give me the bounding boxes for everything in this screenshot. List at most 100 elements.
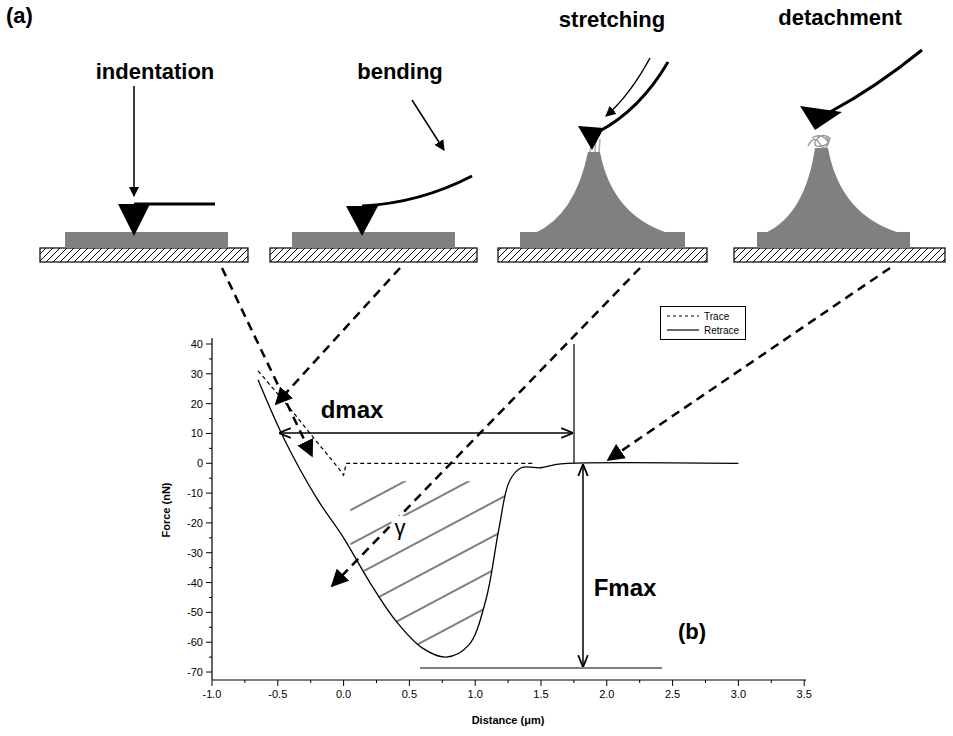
axis-title: Force (nN) [160,483,172,538]
y-tick [206,522,212,523]
legend-line-sample [667,312,699,320]
y-tick-label: -40 [187,577,203,589]
y-axis [211,338,212,680]
x-tick-label: 2.5 [665,688,680,700]
x-tick [508,680,509,683]
y-tick [206,642,212,643]
step-title: indentation [96,60,215,84]
indentation-panel [40,86,248,262]
x-tick [738,680,739,686]
y-tick-label: -70 [187,666,203,678]
y-tick-label: 10 [191,427,203,439]
step-title: detachment [778,6,901,30]
panel-label: (b) [678,620,706,644]
y-tick-label: -60 [187,636,203,648]
x-tick [672,680,673,686]
step-title: bending [357,60,443,84]
adhesion-energy-hatch [350,481,507,657]
detachment-panel [734,50,945,262]
y-tick [209,657,212,658]
retrace-curve [258,380,738,657]
y-tick [206,403,212,404]
pointer-arrows [222,268,890,586]
y-tick [209,627,212,628]
y-tick [209,388,212,389]
y-tick-label: 30 [191,368,203,380]
x-tick [573,680,574,683]
y-tick [206,552,212,553]
trace-baseline [346,463,534,464]
dimension-label: Fmax [594,575,657,601]
y-tick-label: -30 [187,547,203,559]
y-tick-label: -50 [187,606,203,618]
x-tick-label: 0.0 [336,688,351,700]
x-tick-label: 2.0 [599,688,614,700]
x-tick [639,680,640,683]
x-axis [212,679,806,680]
y-tick [206,373,212,374]
x-tick-label: 3.0 [731,688,746,700]
y-tick [209,478,212,479]
legend-box: TraceRetrace [660,306,746,340]
x-tick [541,680,542,686]
y-tick [209,537,212,538]
symbol-label: γ [392,516,409,540]
x-tick-label: 1.5 [533,688,548,700]
x-tick [244,680,245,683]
legend-entry: Retrace [667,323,739,337]
x-tick [212,680,213,686]
x-tick [606,680,607,686]
x-tick [376,680,377,683]
x-tick-label: -0.5 [268,688,287,700]
legend-text: Trace [704,311,729,322]
y-tick [206,344,212,345]
bending-panel [270,100,477,262]
x-tick [804,680,805,686]
x-tick-label: 3.5 [797,688,812,700]
dmax-extension-line [573,344,574,463]
trace-curve [258,371,346,475]
y-tick [209,508,212,509]
force-curve-plot [206,338,806,686]
x-tick [343,680,344,686]
y-tick [206,672,212,673]
x-tick [409,680,410,686]
y-tick-label: 0 [197,457,203,469]
step-title: stretching [559,8,665,32]
panel-label: (a) [6,4,33,28]
y-tick-label: -10 [187,487,203,499]
dmax-dimension-arrow [280,432,572,434]
y-tick [206,463,212,464]
x-tick [475,680,476,686]
legend-text: Retrace [704,325,739,336]
x-tick [277,680,278,686]
legend-line-sample [667,326,699,334]
y-tick-label: -20 [187,517,203,529]
y-tick [209,597,212,598]
y-tick-label: 20 [191,398,203,410]
y-tick-label: 40 [191,338,203,350]
fmax-dimension-arrow [582,465,584,666]
x-tick-label: 1.0 [468,688,483,700]
x-tick [705,680,706,683]
y-tick [206,433,212,434]
y-tick [209,567,212,568]
legend-entry: Trace [667,309,739,323]
x-tick [310,680,311,683]
y-tick [206,582,212,583]
x-tick-label: -1.0 [203,688,222,700]
x-tick [771,680,772,683]
x-tick [442,680,443,683]
axis-title: Distance (μm) [472,714,545,726]
y-tick [209,418,212,419]
y-tick [206,612,212,613]
dimension-label: dmax [321,397,384,423]
y-tick [206,493,212,494]
x-tick-label: 0.5 [402,688,417,700]
y-tick [209,448,212,449]
stretching-panel [498,58,707,262]
fmax-extension-line [420,667,662,668]
